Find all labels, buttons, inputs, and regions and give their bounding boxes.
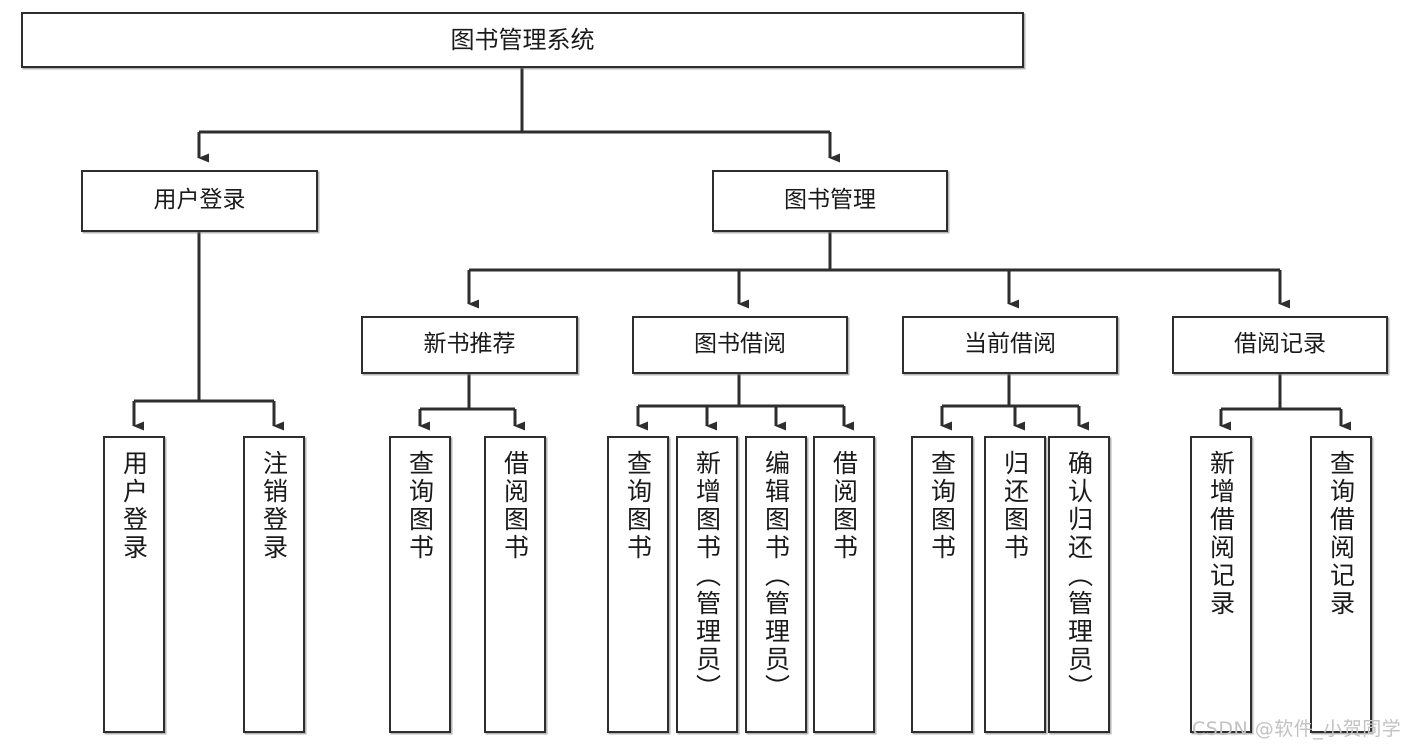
node-leaf-query-books-borrowing[interactable]: 查询图书 [607, 436, 669, 733]
node-leaf-query-borrow-record[interactable]: 查询借阅记录 [1310, 436, 1372, 733]
node-leaf-add-borrow-record[interactable]: 新增借阅记录 [1190, 436, 1252, 733]
node-label: 确认归还（管理员） [1064, 450, 1094, 702]
edge-newbook-to-leaves [418, 374, 525, 431]
node-label: 当前借阅 [964, 331, 1056, 358]
node-label: 新书推荐 [423, 331, 516, 358]
node-label: 图书管理系统 [450, 25, 595, 54]
node-leaf-borrow-books-borrowing[interactable]: 借阅图书 [813, 436, 875, 733]
node-leaf-logout[interactable]: 注销登录 [243, 436, 305, 733]
node-leaf-confirm-return-admin[interactable]: 确认归还（管理员） [1048, 436, 1110, 733]
edge-current-to-leaves [940, 374, 1089, 431]
node-leaf-query-books-current[interactable]: 查询图书 [911, 436, 973, 733]
node-label: 查询图书 [405, 450, 435, 562]
node-level3-current-borrowing[interactable]: 当前借阅 [902, 316, 1118, 374]
node-level3-new-book-recommendation[interactable]: 新书推荐 [361, 316, 578, 374]
node-leaf-edit-book-admin[interactable]: 编辑图书（管理员） [745, 436, 807, 733]
node-leaf-add-book-admin[interactable]: 新增图书（管理员） [676, 436, 738, 733]
node-label: 查询图书 [927, 450, 957, 562]
edge-borrow-to-leaves [636, 374, 854, 431]
node-label: 查询借阅记录 [1326, 450, 1356, 618]
node-label: 借阅图书 [829, 450, 859, 562]
node-level2-user-login[interactable]: 用户登录 [81, 170, 318, 232]
node-label: 归还图书 [1000, 450, 1030, 562]
node-label: 查询图书 [623, 450, 653, 562]
node-leaf-borrow-books-newbook[interactable]: 借阅图书 [484, 436, 546, 733]
node-leaf-return-books[interactable]: 归还图书 [984, 436, 1046, 733]
node-label: 用户登录 [153, 187, 246, 214]
edge-records-to-leaves [1219, 374, 1351, 431]
edge-booksmgmt-to-level3 [467, 232, 1290, 309]
node-label: 借阅图书 [500, 450, 530, 562]
node-label: 新增图书（管理员） [692, 450, 722, 702]
node-level2-book-management[interactable]: 图书管理 [712, 170, 948, 232]
node-label: 借阅记录 [1234, 331, 1326, 358]
node-label: 编辑图书（管理员） [761, 450, 791, 702]
node-label: 图书管理 [784, 187, 876, 214]
edge-userlogin-to-leaves [132, 232, 284, 431]
node-leaf-user-login[interactable]: 用户登录 [103, 436, 165, 733]
node-label: 图书借阅 [694, 331, 786, 358]
node-root-book-management-system[interactable]: 图书管理系统 [21, 12, 1024, 68]
edge-root-to-level2 [197, 68, 840, 163]
node-label: 用户登录 [119, 450, 149, 562]
node-label: 注销登录 [259, 450, 289, 562]
node-level3-borrow-records[interactable]: 借阅记录 [1172, 316, 1388, 374]
node-leaf-query-books-newbook[interactable]: 查询图书 [389, 436, 451, 733]
node-label: 新增借阅记录 [1206, 450, 1236, 618]
node-level3-book-borrowing[interactable]: 图书借阅 [632, 316, 848, 374]
